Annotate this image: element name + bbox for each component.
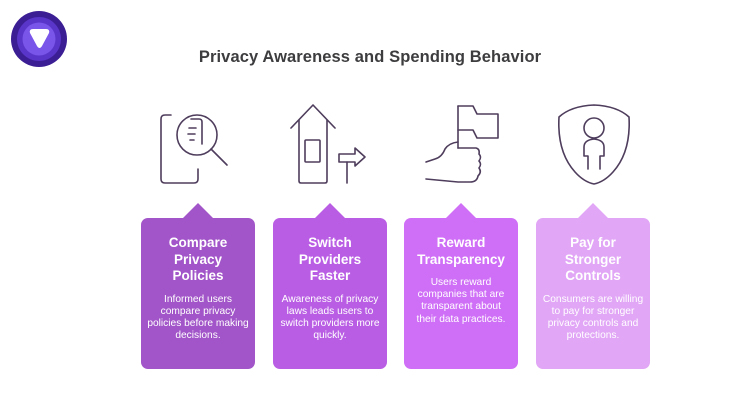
card-text: Consumers are willing to pay for stronge… <box>542 293 644 342</box>
card-compare-privacy-policies: Compare Privacy Policies Informed users … <box>141 203 255 369</box>
page-title: Privacy Awareness and Spending Behavior <box>198 48 542 66</box>
hand-flag-icon <box>418 102 508 192</box>
house-signpost-icon <box>285 102 375 192</box>
brand-logo <box>10 10 68 68</box>
shield-play-logo-icon <box>11 11 67 67</box>
card-title: Switch Providers Faster <box>298 235 362 283</box>
card-switch-providers-faster: Switch Providers Faster Awareness of pri… <box>273 203 387 369</box>
document-magnifier-icon <box>153 102 243 192</box>
card-pay-for-stronger-controls: Pay for Stronger Controls Consumers are … <box>536 203 650 369</box>
card-text: Users reward companies that are transpar… <box>416 277 506 325</box>
card-title: Compare Privacy Policies <box>168 235 228 283</box>
card-text: Awareness of privacy laws leads users to… <box>280 293 380 342</box>
card-title: Pay for Stronger Controls <box>564 235 622 283</box>
card-reward-transparency: Reward Transparency Users reward compani… <box>404 203 518 369</box>
shield-person-icon <box>549 102 639 192</box>
card-text: Informed users compare privacy policies … <box>147 293 249 342</box>
card-title: Reward Transparency <box>417 235 505 267</box>
